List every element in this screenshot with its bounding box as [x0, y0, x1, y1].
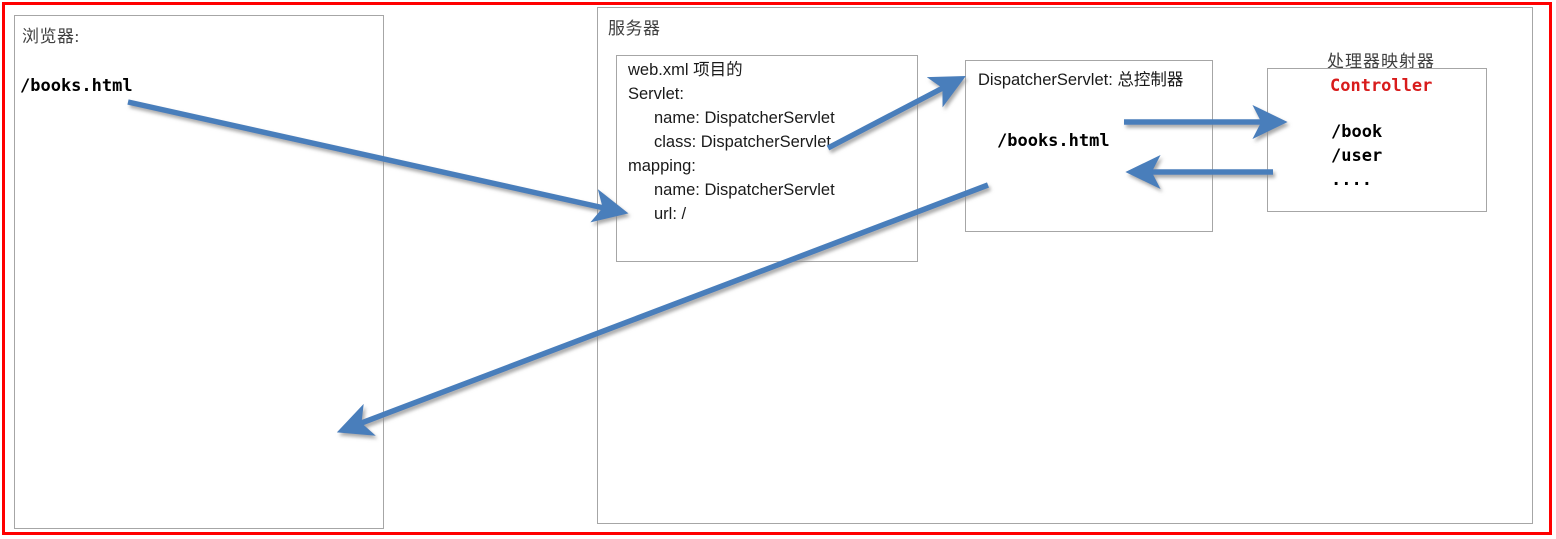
server-panel-label: 服务器 [608, 19, 661, 38]
dispatcher-servlet-box [965, 60, 1213, 232]
browser-request-url: /books.html [20, 76, 133, 96]
dispatcher-servlet-url: /books.html [997, 131, 1110, 151]
webxml-line-5: name: DispatcherServlet [654, 181, 835, 199]
webxml-line-1: Servlet: [628, 85, 684, 103]
controller-label: Controller [1330, 76, 1433, 96]
webxml-line-4: mapping: [628, 157, 696, 175]
controller-mapping-0: /book [1331, 122, 1383, 142]
webxml-line-3: class: DispatcherServlet [654, 133, 831, 151]
controller-mapping-1: /user [1331, 146, 1383, 166]
browser-panel-label: 浏览器: [22, 27, 80, 46]
webxml-line-2: name: DispatcherServlet [654, 109, 835, 127]
webxml-line-6: url: / [654, 205, 687, 223]
handler-mapping-caption: 处理器映射器 [1327, 52, 1435, 71]
controller-box [1267, 68, 1487, 212]
dispatcher-servlet-title: DispatcherServlet: 总控制器 [978, 71, 1184, 89]
webxml-line-0: web.xml 项目的 [628, 61, 743, 79]
controller-mapping-2: .... [1331, 170, 1372, 190]
